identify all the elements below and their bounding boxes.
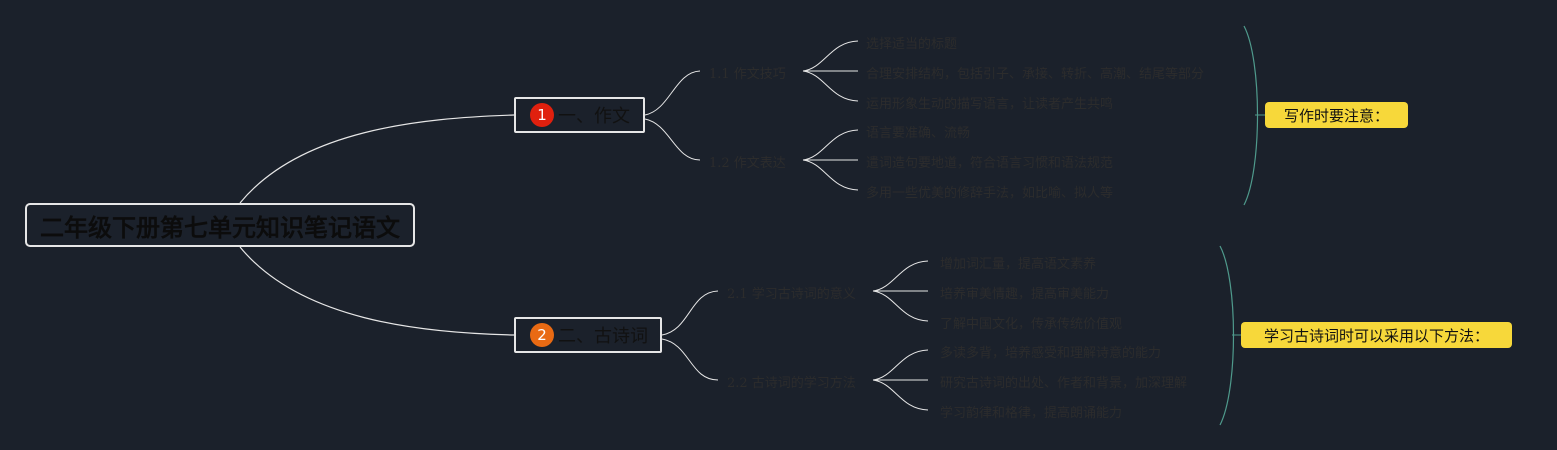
number-badge-1: 1 (530, 103, 554, 127)
link-s22-l1 (872, 349, 929, 381)
leaf-1-2-1[interactable]: 语言要准确、流畅 (866, 126, 971, 141)
link-s11-l3 (802, 70, 859, 102)
branch-topic-1[interactable]: 1 一、作文 (514, 97, 645, 133)
branch-label-2: 二、古诗词 (558, 326, 648, 347)
leaf-1-1-2[interactable]: 合理安排结构，包括引子、承接、转折、高潮、结尾等部分 (866, 67, 1205, 82)
root-topic[interactable]: 二年级下册第七单元知识笔记语文 (25, 203, 415, 247)
link-s21-l1 (872, 260, 929, 292)
leaf-2-2-1[interactable]: 多读多背，培养感受和理解诗意的能力 (940, 346, 1162, 361)
number-badge-2: 2 (530, 323, 554, 347)
root-title: 二年级下册第七单元知识笔记语文 (40, 213, 400, 242)
subtopic-2-2[interactable]: 2.2 古诗词的学习方法 (727, 376, 856, 391)
leaf-2-1-3[interactable]: 了解中国文化，传承传统价值观 (940, 317, 1123, 332)
link-s12-l3 (802, 159, 859, 191)
link-s12-l1 (802, 129, 859, 161)
summary-note-1-text: 写作时要注意： (1283, 106, 1389, 125)
leaf-1-2-3[interactable]: 多用一些优美的修辞手法，如比喻、拟人等 (866, 186, 1114, 201)
leaf-1-2-2[interactable]: 遣词造句要地道，符合语言习惯和语法规范 (866, 156, 1114, 171)
subtopic-1-2[interactable]: 1.2 作文表达 (709, 156, 786, 171)
subtopic-1-1[interactable]: 1.1 作文技巧 (709, 67, 786, 82)
subtopic-2-1[interactable]: 2.1 学习古诗词的意义 (727, 287, 856, 302)
branch-topic-2[interactable]: 2 二、古诗词 (514, 317, 662, 353)
summary-note-2-text: 学习古诗词时可以采用以下方法： (1263, 326, 1489, 345)
link-root-branch1 (239, 114, 515, 204)
link-b2-sub2 (661, 338, 719, 381)
leaf-2-2-2[interactable]: 研究古诗词的出处、作者和背景，加深理解 (940, 376, 1188, 391)
leaf-2-1-2[interactable]: 培养审美情趣，提高审美能力 (940, 287, 1110, 302)
summary-note-1[interactable]: 写作时要注意： (1265, 102, 1408, 128)
leaf-2-2-3[interactable]: 学习韵律和格律，提高朗诵能力 (940, 406, 1123, 421)
link-b2-sub1 (661, 290, 719, 336)
link-b1-sub2 (644, 118, 701, 161)
branch-label-1: 一、作文 (558, 106, 630, 127)
link-s11-l1 (802, 40, 859, 72)
link-s21-l3 (872, 290, 929, 322)
link-root-branch2 (239, 246, 515, 336)
link-s22-l3 (872, 379, 929, 411)
summary-bracket-2 (1219, 245, 1235, 426)
leaf-1-1-1[interactable]: 选择适当的标题 (866, 37, 958, 52)
leaf-1-1-3[interactable]: 运用形象生动的描写语言，让读者产生共鸣 (866, 97, 1114, 112)
link-b1-sub1 (644, 70, 701, 116)
leaf-2-1-1[interactable]: 增加词汇量，提高语文素养 (940, 257, 1097, 272)
summary-note-2[interactable]: 学习古诗词时可以采用以下方法： (1241, 322, 1512, 348)
